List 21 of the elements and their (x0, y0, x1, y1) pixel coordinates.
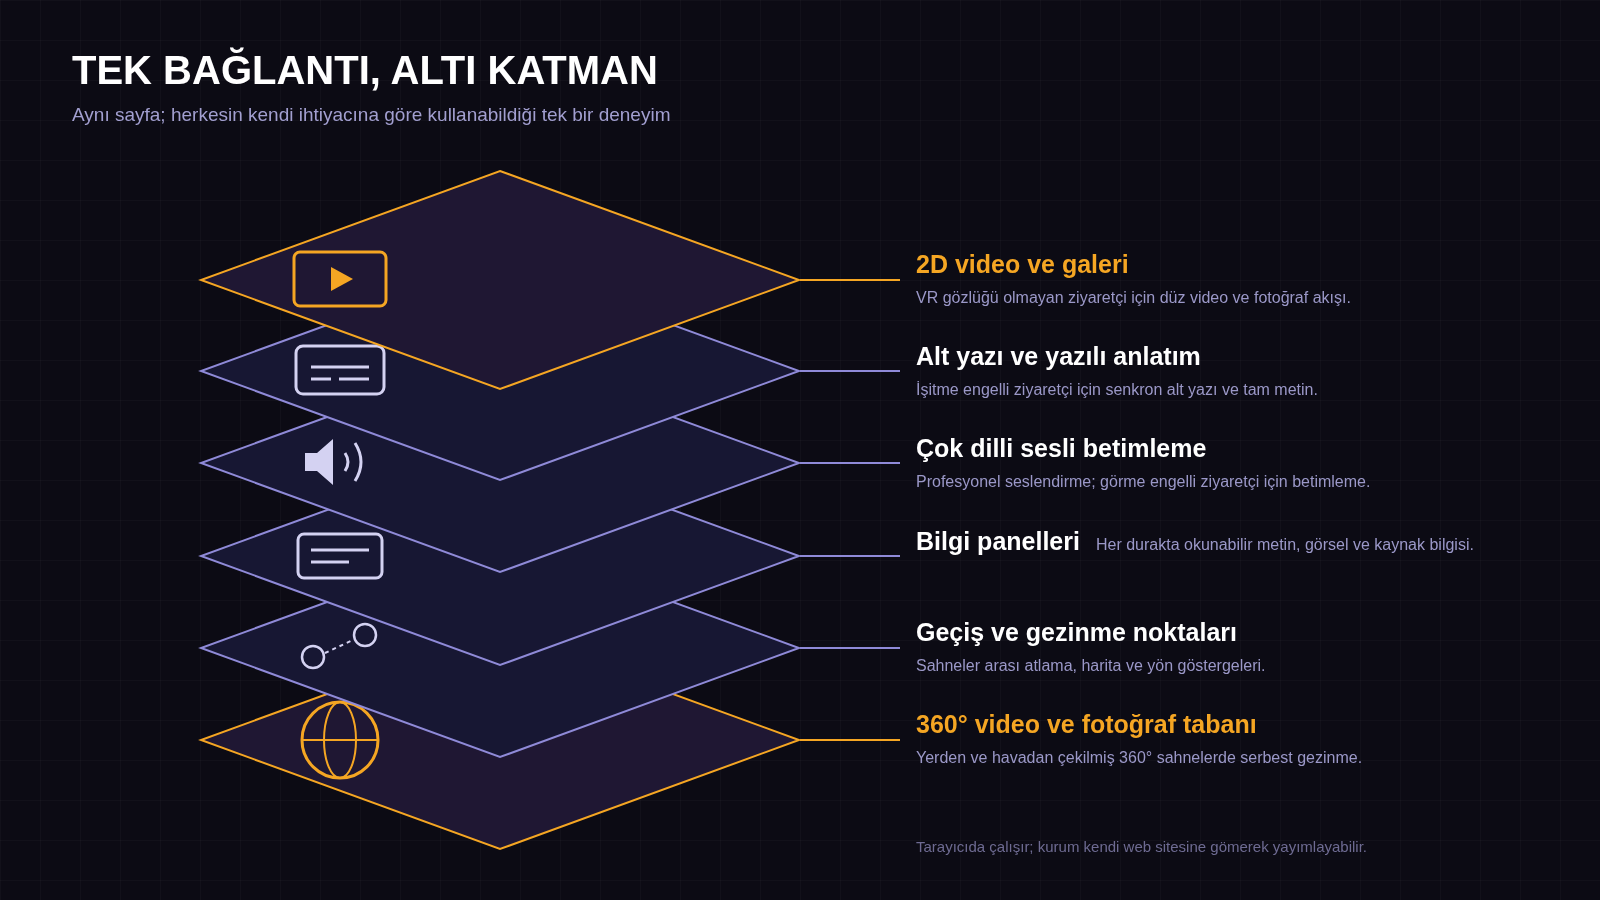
layer-description: Profesyonel seslendirme; görme engelli ziyaretçi için betimleme. (915, 473, 1371, 491)
layer-heading: 360° video ve fotoğraf tabanı (915, 710, 1257, 739)
leader-line (799, 370, 901, 372)
layer-heading: Alt yazı ve yazılı anlatım (915, 342, 1201, 371)
layer-description: VR gözlüğü olmayan ziyaretçi için düz video ve fotoğraf akışı. (915, 289, 1351, 307)
layer-heading: Geçiş ve gezinme noktaları (915, 618, 1237, 647)
leader-line (799, 279, 901, 281)
layer-heading: Çok dilli sesli betimleme (915, 434, 1207, 463)
subtitle: Aynı sayfa; herkesin kendi ihtiyacına göre kullanabildiği tek bir deneyim (72, 104, 671, 126)
layer-description: İşitme engelli ziyaretçi için senkron alt yazı ve tam metin. (915, 381, 1318, 399)
title: TEK BAĞLANTI, ALTI KATMAN (72, 48, 658, 93)
layer-description: Her durakta okunabilir metin, görsel ve kaynak bilgisi. (1094, 536, 1474, 554)
layer-description: Yerden ve havadan çekilmiş 360° sahnelerde serbest gezinme. (915, 749, 1363, 767)
leader-line (799, 555, 901, 557)
footnote: Tarayıcıda çalışır; kurum kendi web sitesine gömerek yayımlayabilir. (916, 838, 1367, 855)
leader-line (799, 462, 901, 464)
layer-description: Sahneler arası atlama, harita ve yön göstergeleri. (915, 657, 1266, 675)
layer-heading: Bilgi panelleri (915, 527, 1080, 556)
layer-heading: 2D video ve galeri (915, 250, 1129, 279)
leader-line (799, 647, 901, 649)
leader-line (799, 739, 901, 741)
